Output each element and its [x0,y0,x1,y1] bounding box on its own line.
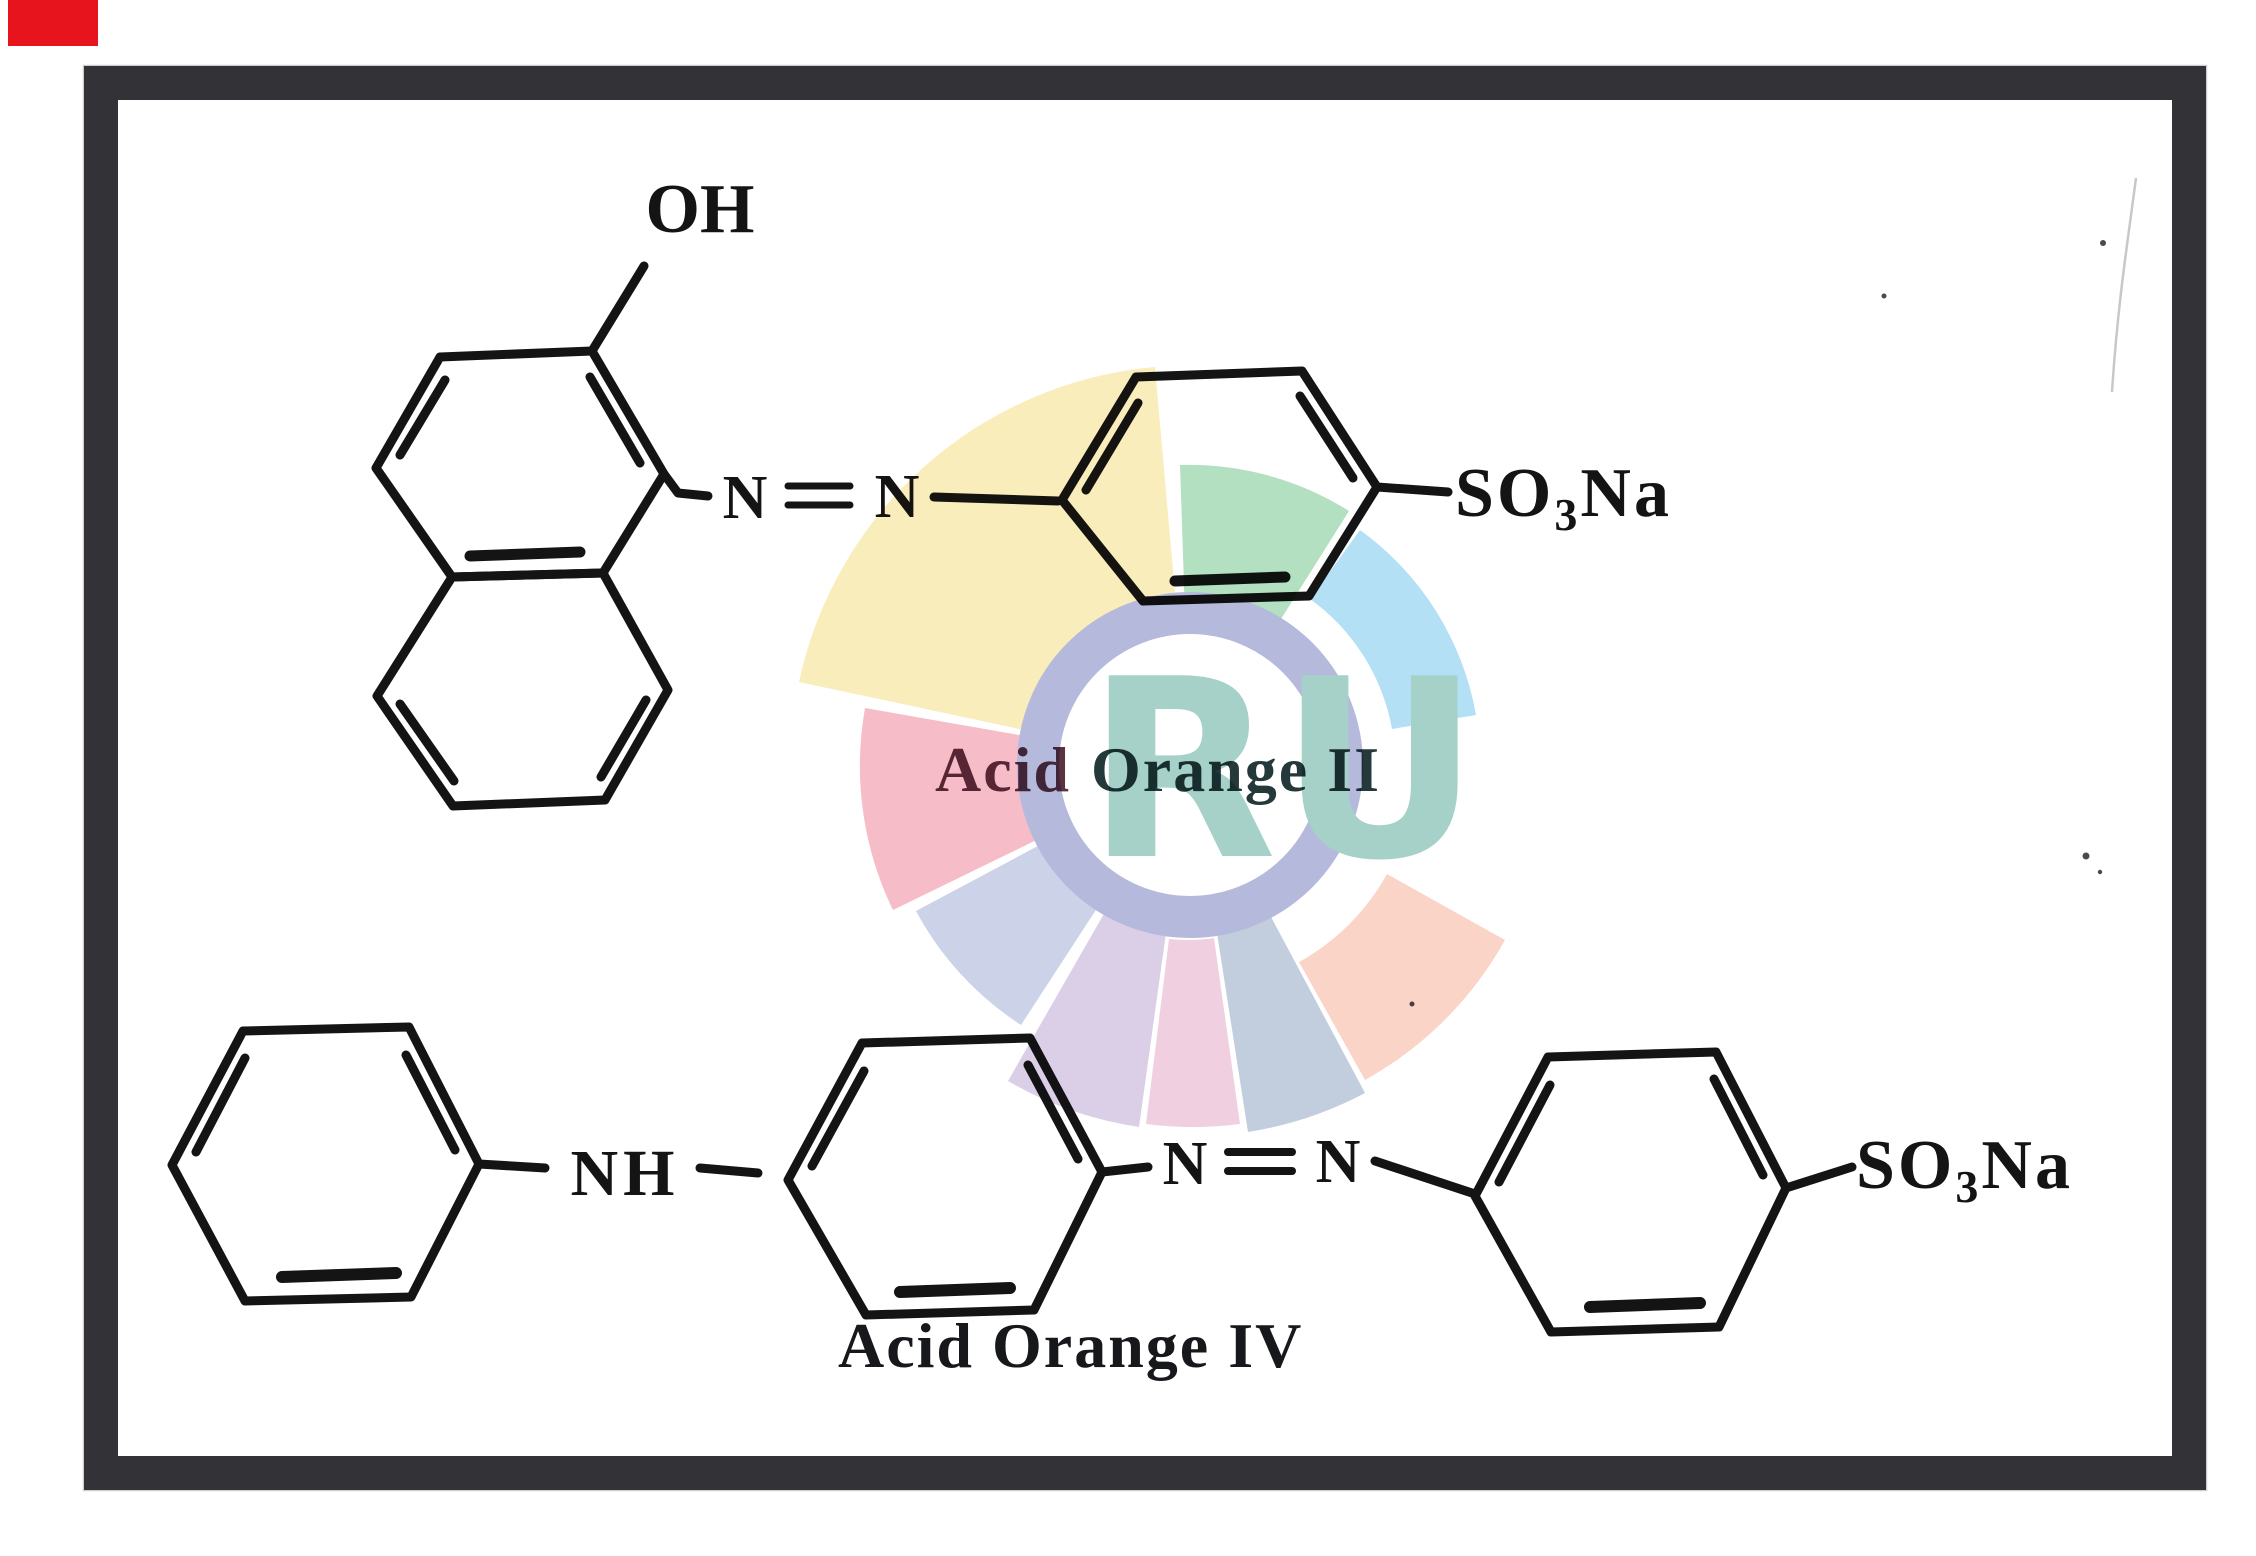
naphthalene-lower-ring [372,568,673,811]
sulfonate-na: Na [1580,455,1672,532]
benzene-ring [1470,1047,1791,1337]
sulfonate-label: SO3Na [1856,1127,2073,1212]
bond [1097,1162,1153,1177]
hydroxyl-bond [587,261,649,356]
sulfonate-na: Na [1981,1127,2073,1204]
double-bond-mark [1494,1080,1555,1187]
watermark-letters: RU [1086,627,1482,915]
hydroxyl-label: OH [646,171,755,248]
bond [695,1163,763,1178]
bond [474,1159,550,1173]
double-bond-mark [401,1050,460,1155]
red-corner-marker [8,0,98,46]
phenyl-ring [167,1022,484,1306]
double-bond-mark [464,546,586,562]
double-bond-mark [596,695,651,782]
double-bond-mark [191,1053,250,1157]
naphthalene-upper-ring [371,346,669,582]
double-bond-mark [395,375,450,460]
caption-acid-orange-4: Acid Orange IV [838,1310,1303,1381]
bond [1781,1162,1857,1193]
ink-speck [2082,852,2090,860]
watermark-logo: RU [799,367,1505,1132]
double-bond-mark [1709,1074,1768,1180]
watermark-blade-rose [859,708,1055,910]
bond [1370,1156,1477,1198]
sulfonate-subscript: 3 [1554,489,1580,540]
double-bond-mark [807,1066,869,1171]
figure-frame [84,66,2206,1490]
azo-n-label: N [723,464,768,532]
azo-n-label: N [1163,1130,1208,1198]
amine-label: NH [571,1137,680,1210]
watermark-blade-green [1180,464,1349,638]
sulfonate-so: SO [1856,1127,1955,1204]
azo-n-label: N [1316,1128,1361,1196]
ink-speck [2097,869,2103,875]
double-bond-mark [1584,1297,1706,1313]
watermark-blade-pale-pink [1146,938,1240,1128]
watermark-ring [1017,592,1363,938]
sulfonate-subscript: 3 [1955,1161,1981,1212]
watermark-blade-blue-gray [1217,915,1365,1132]
double-bond-mark [585,372,645,468]
ink-speck [1881,293,1887,299]
double-bond-mark [395,699,459,786]
double-bond-mark [1295,391,1358,483]
watermark-blade-sky [1310,530,1476,729]
bond [1372,482,1453,497]
scan-scratch [2110,177,2138,393]
watermark-blade-salmon [1299,874,1505,1080]
frame-outline [82,64,2208,1492]
double-bond-mark [894,1282,1016,1298]
acid-orange-4-structure [167,1022,1857,1337]
sulfonate-label: SO3Na [1455,455,1672,540]
watermark-blade-periwinkle [916,840,1103,1025]
scan-specks [1409,177,2138,1007]
sulfonate-so: SO [1455,455,1554,532]
bond [659,469,713,501]
ink-speck [2100,240,2106,246]
double-bond-mark [276,1267,402,1283]
watermark-blade-lavender [1008,912,1166,1127]
